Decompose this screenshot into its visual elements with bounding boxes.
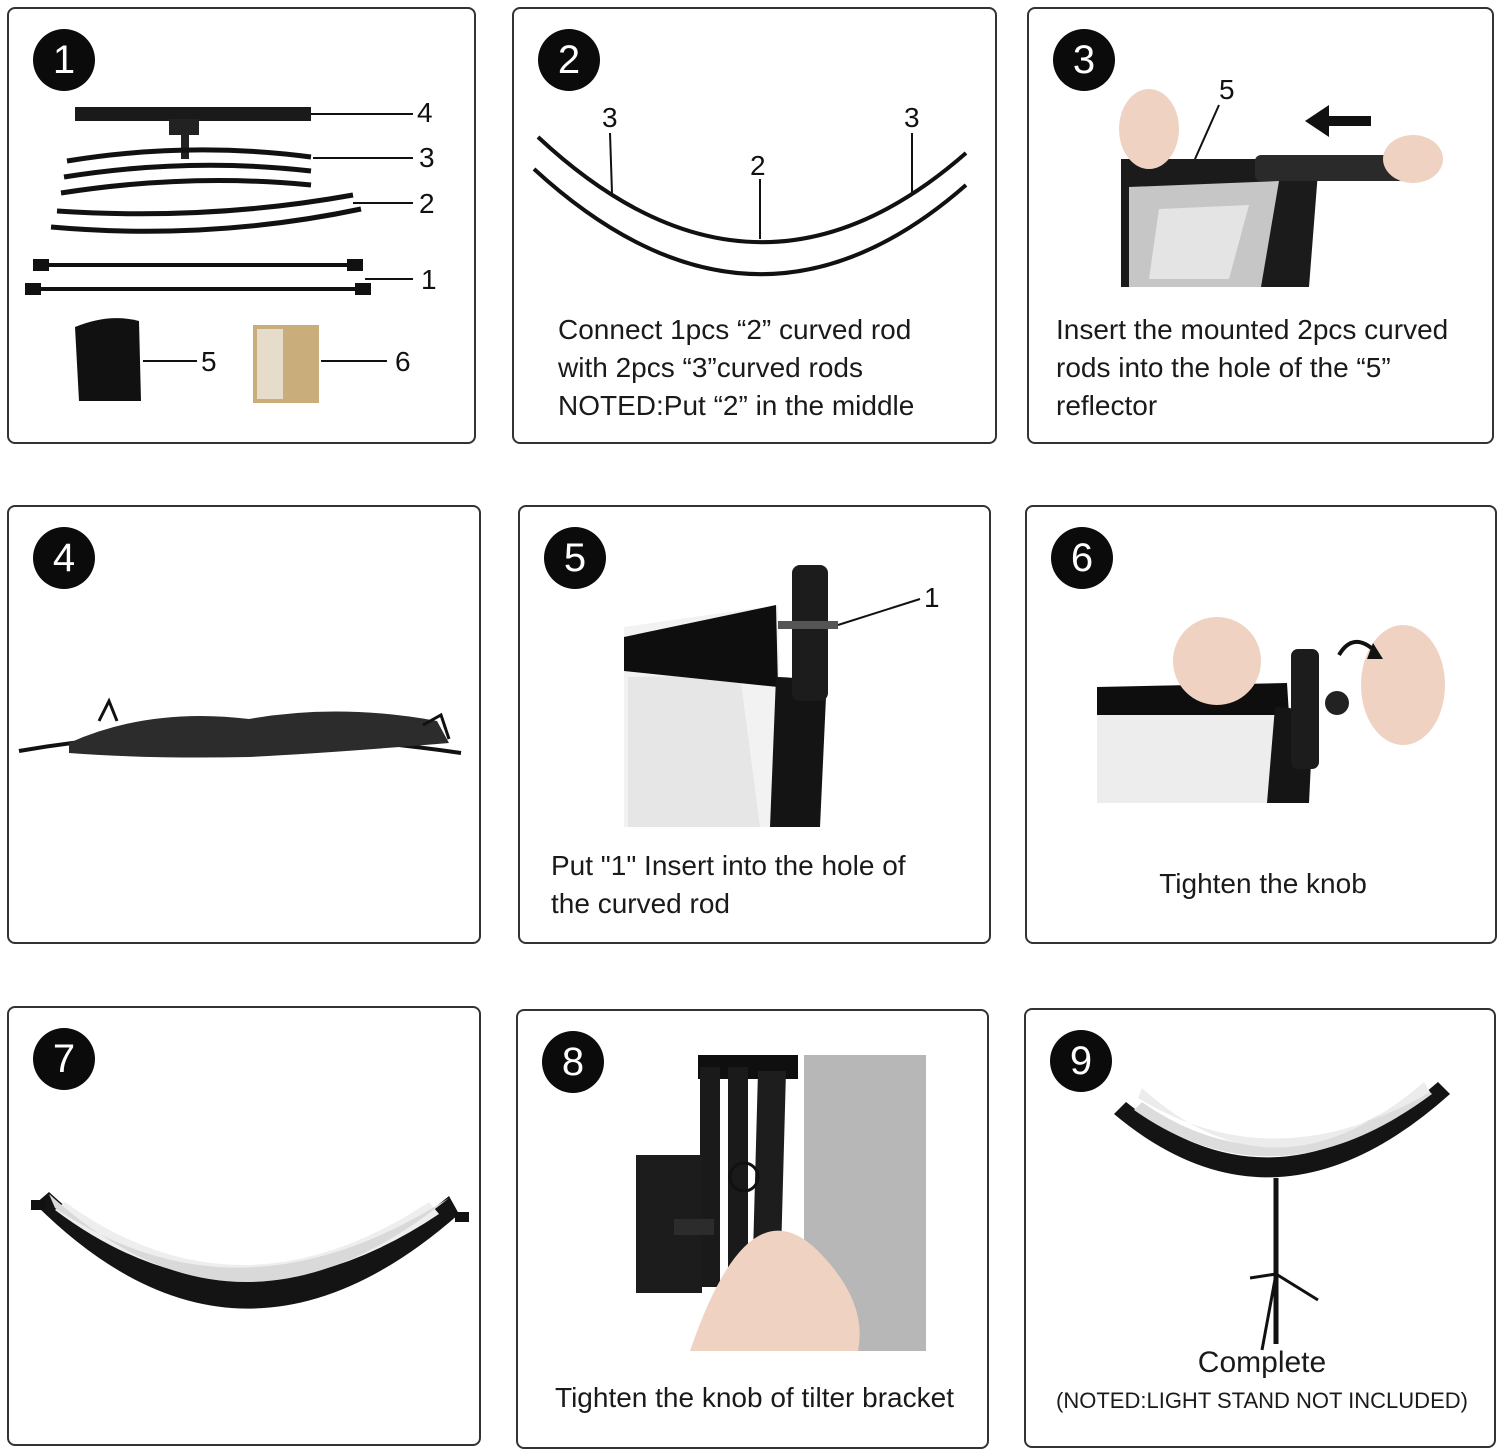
part-label: 1 — [924, 582, 940, 613]
caption-line: reflector — [1056, 390, 1158, 421]
step-number-badge: 7 — [33, 1028, 95, 1090]
caption-line: Connect 1pcs “2” curved rod — [558, 314, 912, 345]
part-label: 5 — [201, 346, 217, 377]
tilter-bracket-photo — [634, 1055, 926, 1351]
step-panel-6: 6 Tighten the knob — [1025, 505, 1497, 944]
caption-line: Insert the mounted 2pcs curved — [1056, 314, 1449, 345]
complete-assembly-illustration — [1114, 1082, 1450, 1351]
step-number-badge: 2 — [538, 29, 600, 91]
caption-line: Complete — [1197, 1346, 1327, 1379]
step-number-badge: 6 — [1051, 527, 1113, 589]
assembled-fabric-illustration — [18, 697, 462, 758]
step-number-badge: 9 — [1050, 1030, 1112, 1092]
caption-line: rods into the hole of the “5” — [1056, 352, 1391, 383]
step-number-badge: 8 — [542, 1031, 604, 1093]
step-panel-1: 1 4 3 2 1 5 6 — [7, 7, 476, 444]
step-number-badge: 5 — [544, 527, 606, 589]
step-number-badge: 4 — [33, 527, 95, 589]
caption-line: the curved rod — [551, 888, 730, 919]
step-panel-7: 7 — [7, 1006, 481, 1446]
part-label: 4 — [417, 97, 433, 128]
caption-line: NOTED:Put “2” in the middle — [558, 390, 915, 421]
caption-line: Put "1" Insert into the hole of — [551, 850, 906, 881]
part-label: 3 — [419, 142, 435, 173]
rod-label: 3 — [904, 102, 920, 133]
step-panel-9: 9 Complete (NOTED:LIGHT STAND NOT INCLUD… — [1024, 1008, 1496, 1448]
part-label: 2 — [419, 188, 435, 219]
step-panel-3: 3 5 Insert the mounted 2pcs curved rods … — [1027, 7, 1494, 444]
step-caption: Connect 1pcs “2” curved rod with 2pcs “3… — [558, 311, 914, 425]
caption-line: Tighten the knob of tilter bracket — [555, 1382, 954, 1413]
insert-rod-photo: 5 — [1119, 73, 1443, 287]
step-panel-4: 4 — [7, 505, 481, 944]
part-label: 6 — [395, 346, 411, 377]
rod-label: 2 — [750, 150, 766, 181]
step-caption: Insert the mounted 2pcs curved rods into… — [1056, 311, 1448, 425]
caption-line: with 2pcs “3”curved rods — [558, 352, 864, 383]
curved-rods-illustration: 3 3 2 — [532, 102, 968, 276]
step-caption: Put "1" Insert into the hole of the curv… — [551, 847, 906, 923]
step-caption: Tighten the knob of tilter bracket — [518, 1379, 987, 1417]
step-caption: Tighten the knob — [1027, 865, 1495, 903]
step-number-badge: 3 — [1053, 29, 1115, 91]
tighten-knob-photo — [1097, 617, 1445, 803]
step-panel-5: 5 1 Put "1" Insert into the hole of the … — [518, 505, 991, 944]
step-number-badge: 1 — [33, 29, 95, 91]
insert-bar-photo: 1 — [624, 565, 940, 827]
step-panel-2: 2 3 3 2 Connect 1pcs “2” curved rod with… — [512, 7, 997, 444]
rod-label: 3 — [602, 102, 618, 133]
part-label: 1 — [421, 264, 437, 295]
parts-overview-illustration: 4 3 2 1 5 6 — [25, 97, 437, 403]
part-label: 5 — [1219, 74, 1235, 105]
caption-line: (NOTED:LIGHT STAND NOT INCLUDED) — [1056, 1388, 1468, 1413]
caption-line: Tighten the knob — [1159, 868, 1367, 899]
curved-reflector-illustration — [31, 1192, 469, 1309]
step-caption: Complete (NOTED:LIGHT STAND NOT INCLUDED… — [1026, 1344, 1494, 1416]
step-panel-8: 8 Tighten the knob of tilter bracket — [516, 1009, 989, 1449]
